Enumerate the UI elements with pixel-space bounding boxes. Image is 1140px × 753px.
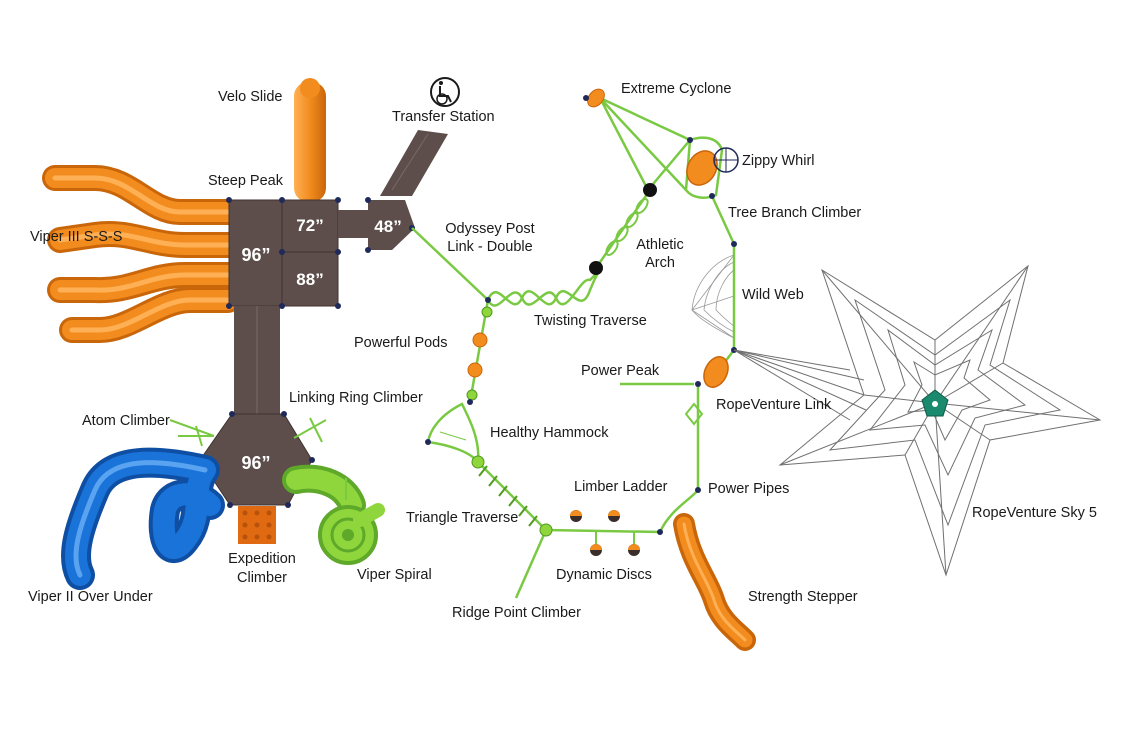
twisting-traverse bbox=[486, 267, 602, 307]
label-power-pipes: Power Pipes bbox=[708, 481, 790, 497]
atom-climber bbox=[169, 419, 215, 447]
expedition-climber bbox=[238, 506, 276, 544]
green-link-network bbox=[411, 95, 736, 599]
deck-72-label: 72” bbox=[296, 216, 323, 235]
label-zippy-whirl: Zippy Whirl bbox=[742, 153, 815, 169]
zippy-whirl bbox=[686, 147, 739, 186]
extreme-cyclone bbox=[587, 88, 605, 108]
viper-spiral-slide bbox=[282, 464, 385, 565]
label-athletic-line2: Arch bbox=[645, 255, 675, 271]
deck-88-label: 88” bbox=[296, 270, 323, 289]
label-tree-branch-climber: Tree Branch Climber bbox=[728, 205, 862, 221]
label-wild-web: Wild Web bbox=[742, 287, 804, 303]
label-extreme-cyclone: Extreme Cyclone bbox=[621, 81, 732, 97]
power-pipes bbox=[684, 402, 704, 426]
label-ridge-point-climber: Ridge Point Climber bbox=[452, 605, 581, 621]
label-athletic-line1: Athletic bbox=[636, 237, 684, 253]
deck-96-top-label: 96” bbox=[241, 245, 270, 265]
label-atom-climber: Atom Climber bbox=[82, 413, 170, 429]
label-velo-slide: Velo Slide bbox=[218, 89, 283, 105]
viper-sss-slide bbox=[42, 165, 241, 343]
label-ropeventure-link: RopeVenture Link bbox=[716, 397, 832, 413]
label-power-peak: Power Peak bbox=[581, 363, 660, 379]
athletic-arch bbox=[605, 198, 649, 256]
label-linking-ring-climber: Linking Ring Climber bbox=[289, 390, 423, 406]
deck-48-label: 48” bbox=[374, 217, 401, 236]
viper-over-under-slide bbox=[61, 447, 225, 590]
label-twisting-traverse: Twisting Traverse bbox=[534, 313, 647, 329]
wheelchair-icon bbox=[430, 77, 460, 107]
limber-ladder bbox=[570, 510, 620, 522]
label-dynamic-discs: Dynamic Discs bbox=[556, 567, 652, 583]
triangle-traverse bbox=[478, 465, 538, 527]
label-viper-sss: Viper III S-S-S bbox=[30, 229, 123, 245]
ropeventure-sky-5 bbox=[733, 264, 1102, 577]
label-viper-over-under: Viper II Over Under bbox=[28, 589, 153, 605]
deck-96-hex-label: 96” bbox=[241, 453, 270, 473]
powerful-pods bbox=[466, 306, 553, 537]
label-odyssey-line1: Odyssey Post bbox=[445, 221, 535, 237]
ropeventure-link-pod bbox=[703, 356, 729, 388]
ropeventure-center-hub bbox=[921, 389, 949, 417]
label-expedition-line2: Climber bbox=[237, 570, 287, 586]
label-triangle-traverse: Triangle Traverse bbox=[406, 510, 519, 526]
wild-web bbox=[691, 254, 735, 339]
label-transfer-station: Transfer Station bbox=[392, 109, 495, 125]
connection-nodes bbox=[425, 95, 737, 535]
label-viper-spiral: Viper Spiral bbox=[357, 567, 432, 583]
label-healthy-hammock: Healthy Hammock bbox=[490, 425, 609, 441]
label-powerful-pods: Powerful Pods bbox=[354, 335, 448, 351]
velo-slide bbox=[294, 78, 326, 202]
label-ropeventure-sky-5: RopeVenture Sky 5 bbox=[972, 505, 1097, 521]
label-expedition-line1: Expedition bbox=[228, 551, 296, 567]
label-odyssey-line2: Link - Double bbox=[447, 239, 533, 255]
strength-stepper bbox=[673, 513, 756, 651]
label-limber-ladder: Limber Ladder bbox=[574, 479, 668, 495]
label-steep-peak: Steep Peak bbox=[208, 173, 283, 189]
label-strength-stepper: Strength Stepper bbox=[748, 589, 858, 605]
deck-structure bbox=[197, 130, 448, 508]
dynamic-discs bbox=[590, 532, 640, 556]
linking-ring-climber bbox=[293, 417, 327, 443]
